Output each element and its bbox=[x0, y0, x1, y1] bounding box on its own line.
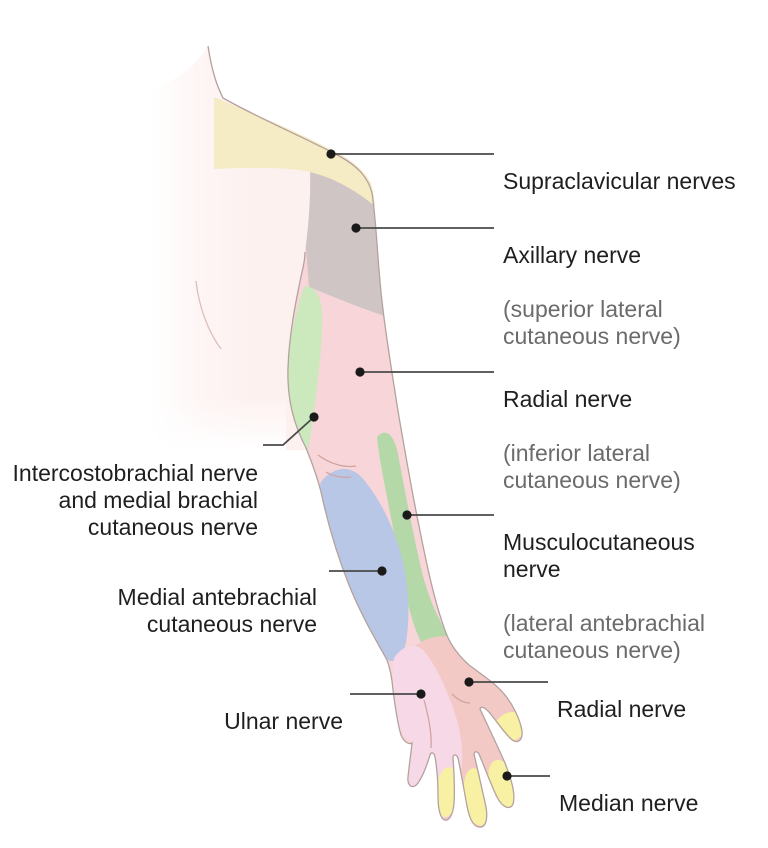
skin-creases bbox=[317, 454, 471, 749]
label-subtitle: (lateral antebrachial cutaneous nerve) bbox=[503, 610, 706, 663]
label-title: Supraclavicular nerves bbox=[503, 168, 736, 194]
dot-median bbox=[502, 771, 512, 781]
arm-outline bbox=[207, 45, 523, 828]
region-axillary bbox=[298, 158, 385, 316]
dot-medial-antebrachial bbox=[377, 566, 387, 576]
label-median-nerve: Median nerve bbox=[559, 763, 698, 844]
label-medial-antebrachial-nerve: Medial antebrachial cutaneous nerve bbox=[118, 557, 317, 665]
label-title: Axillary nerve bbox=[503, 242, 642, 268]
label-supraclavicular-nerves: Supraclavicular nerves bbox=[503, 141, 736, 222]
label-title: Musculocutaneous nerve bbox=[503, 529, 695, 582]
dot-musculocutaneous bbox=[402, 510, 412, 520]
label-subtitle: (superior lateral cutaneous nerve) bbox=[503, 296, 681, 349]
median-tip-ring bbox=[435, 767, 459, 817]
dot-axillary bbox=[351, 223, 361, 233]
leader-lines bbox=[263, 153, 550, 777]
label-radial-nerve-upper: Radial nerve (inferior lateral cutaneous… bbox=[503, 359, 681, 521]
label-ulnar-nerve: Ulnar nerve bbox=[224, 681, 343, 762]
label-title: Median nerve bbox=[559, 790, 699, 816]
leader-intercostobrachial bbox=[263, 416, 315, 446]
label-radial-nerve-hand: Radial nerve bbox=[557, 669, 686, 750]
label-title: Radial nerve bbox=[557, 696, 687, 722]
dot-ulnar bbox=[416, 689, 426, 699]
region-medial-antebrachial bbox=[319, 468, 409, 662]
label-title: Radial nerve bbox=[503, 386, 633, 412]
dot-radial-hand bbox=[464, 677, 474, 687]
region-musculocutaneous bbox=[377, 432, 459, 666]
label-title: Intercostobrachial nerve and medial brac… bbox=[12, 460, 258, 540]
chest-crease bbox=[195, 280, 222, 350]
dot-supraclavicular bbox=[326, 149, 336, 159]
region-supraclavicular bbox=[214, 97, 375, 206]
label-intercostobrachial-nerve: Intercostobrachial nerve and medial brac… bbox=[13, 433, 258, 568]
label-subtitle: (inferior lateral cutaneous nerve) bbox=[503, 440, 681, 493]
label-axillary-nerve: Axillary nerve (superior lateral cutaneo… bbox=[503, 215, 681, 377]
dot-radial-upper bbox=[355, 367, 365, 377]
leader-dots bbox=[309, 149, 512, 781]
dot-intercostobrachial bbox=[309, 412, 319, 422]
label-musculocutaneous-nerve: Musculocutaneous nerve (lateral antebrac… bbox=[503, 502, 705, 691]
label-title: Ulnar nerve bbox=[224, 708, 343, 734]
label-title: Medial antebrachial cutaneous nerve bbox=[117, 584, 317, 637]
